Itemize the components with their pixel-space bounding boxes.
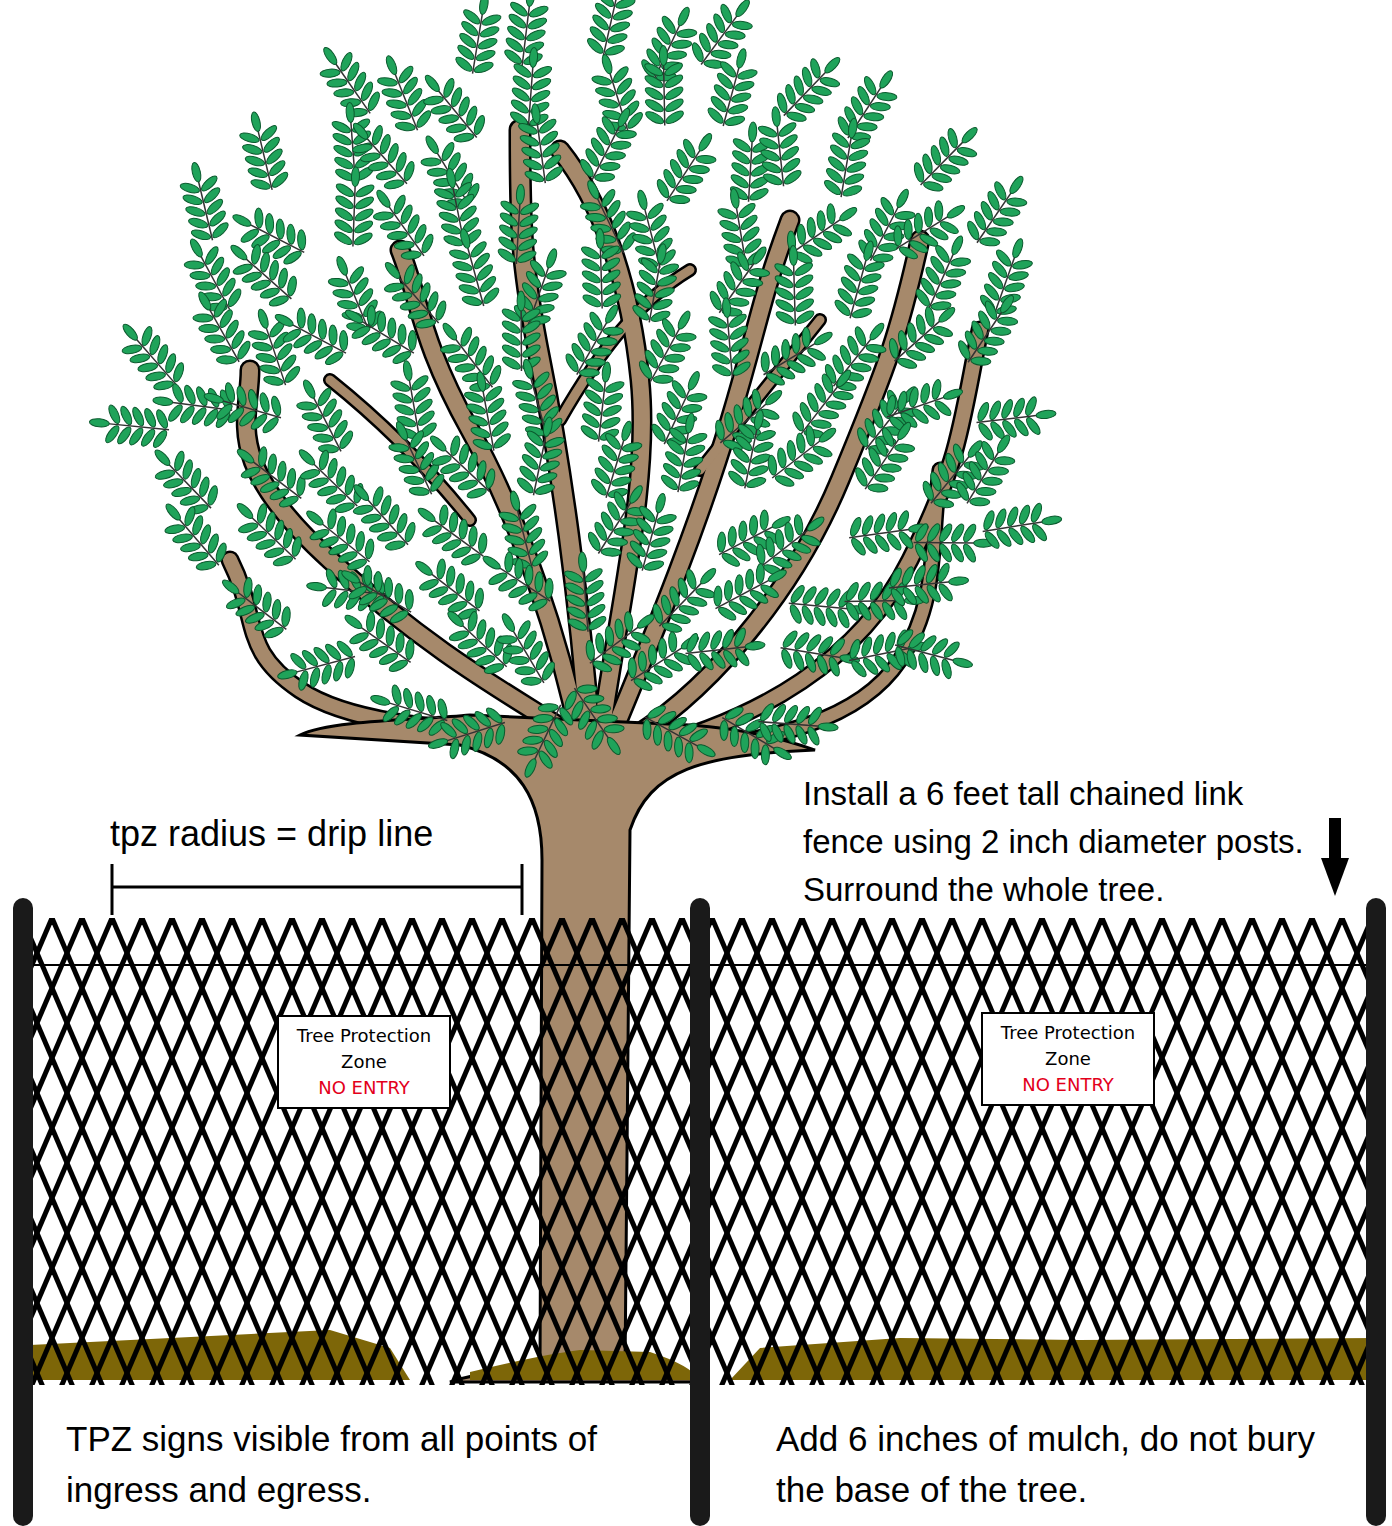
sign-heading: Tree Protection Zone [285, 1023, 443, 1075]
sign-warning: NO ENTRY [989, 1072, 1147, 1098]
branch-outline [620, 240, 920, 745]
branch [700, 320, 820, 470]
sign-warning: NO ENTRY [285, 1075, 443, 1101]
branch [560, 150, 642, 740]
foliage [87, 0, 1065, 786]
mulch-note: Add 6 inches of mulch, do not bury the b… [776, 1414, 1361, 1516]
branch [610, 220, 790, 740]
branch [650, 470, 940, 755]
branch [640, 330, 980, 750]
branch [620, 240, 920, 745]
radius-label: tpz radius = drip line [110, 808, 540, 860]
down-arrow [1321, 818, 1349, 896]
branch [230, 560, 575, 740]
sign-note: TPZ signs visible from all points of ing… [66, 1414, 684, 1516]
fence-post [1366, 898, 1386, 1526]
branch-outline [560, 150, 642, 740]
sign-box: Tree Protection ZoneNO ENTRY [981, 1012, 1155, 1106]
sign-box: Tree Protection ZoneNO ENTRY [277, 1015, 451, 1109]
sign-heading: Tree Protection Zone [989, 1020, 1147, 1072]
fence-post [13, 898, 33, 1526]
branch [560, 270, 690, 420]
fence-post [690, 898, 710, 1526]
radius-bracket [112, 864, 522, 915]
branch [400, 250, 580, 740]
fence-note: Install a 6 feet tall chained link fence… [803, 770, 1333, 914]
